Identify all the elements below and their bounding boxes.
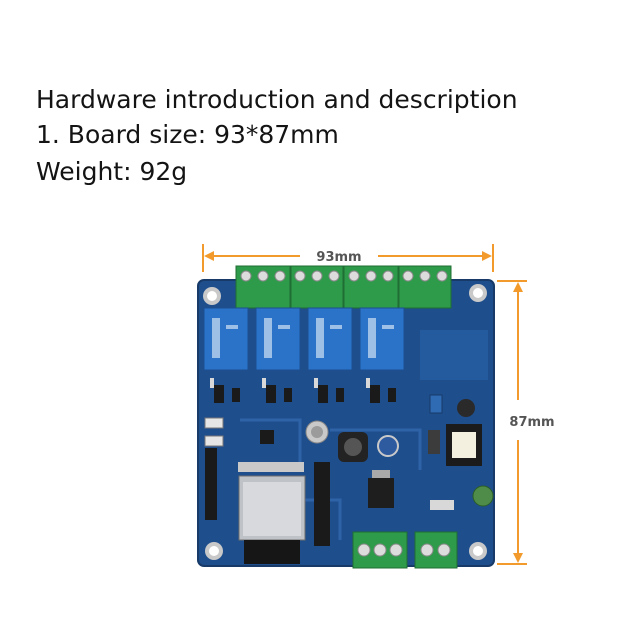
board-size-text: 1. Board size: 93*87mm xyxy=(36,120,339,149)
height-label: 87mm xyxy=(509,415,554,430)
relay xyxy=(307,307,353,371)
pin-header xyxy=(205,448,217,520)
capacitor xyxy=(377,435,399,457)
width-label: 93mm xyxy=(316,250,361,265)
weight-text: Weight: 92g xyxy=(36,157,188,186)
relays xyxy=(203,307,405,371)
height-dimension: 87mm xyxy=(497,280,555,565)
pin-header xyxy=(314,462,330,546)
relay xyxy=(359,307,405,371)
bottom-terminals xyxy=(352,531,458,569)
power-section xyxy=(420,330,494,510)
width-dimension: 93mm xyxy=(202,244,494,272)
top-terminals xyxy=(235,265,452,309)
buck-converter xyxy=(305,420,399,508)
left-components xyxy=(204,417,330,546)
esp32-module xyxy=(238,475,306,564)
relay xyxy=(203,307,249,371)
description-title: Hardware introduction and description xyxy=(36,85,518,114)
relay-driver-components xyxy=(210,378,396,403)
capacitor xyxy=(457,399,475,417)
regulator xyxy=(368,478,394,508)
capacitor xyxy=(472,485,494,507)
relay xyxy=(255,307,301,371)
